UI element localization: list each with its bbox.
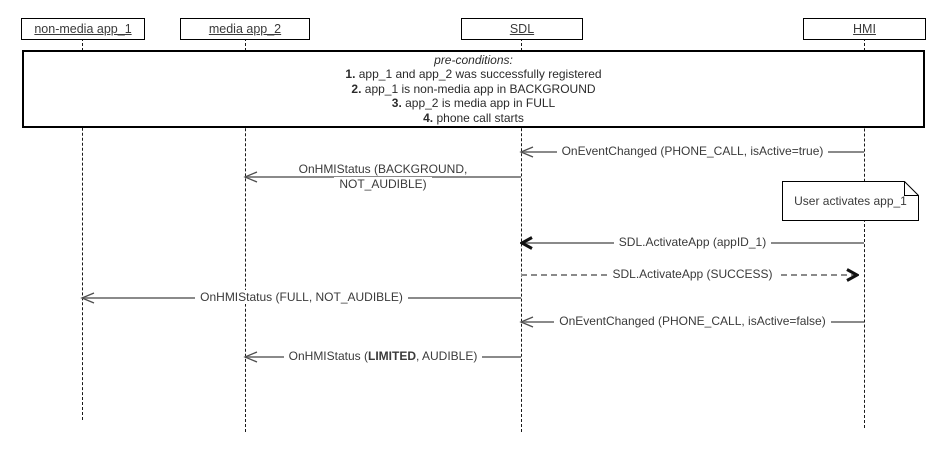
message-label: OnHMIStatus (FULL, NOT_AUDIBLE) bbox=[82, 290, 521, 305]
bold-arrowhead-left-icon bbox=[520, 236, 533, 250]
preconditions-title: pre-conditions: bbox=[434, 52, 513, 67]
bold-arrowhead-right-icon bbox=[846, 268, 859, 282]
preconditions-box: pre-conditions: 1. app_1 and app_2 was s… bbox=[22, 50, 925, 128]
participant-label: HMI bbox=[853, 22, 876, 36]
message-onhmistatus-full: OnHMIStatus (FULL, NOT_AUDIBLE) bbox=[80, 290, 521, 306]
precondition-item: 1. app_1 and app_2 was successfully regi… bbox=[345, 67, 602, 82]
message-label: SDL.ActivateApp (appID_1) bbox=[521, 235, 864, 250]
message-label: OnEventChanged (PHONE_CALL, isActive=fal… bbox=[521, 314, 864, 329]
message-onhmistatus-limited: OnHMIStatus (LIMITED, AUDIBLE) bbox=[243, 349, 521, 365]
message-label: OnEventChanged (PHONE_CALL, isActive=tru… bbox=[521, 144, 864, 159]
open-arrowhead-left-icon bbox=[519, 146, 534, 158]
lifeline-media-app-2 bbox=[245, 38, 246, 432]
open-arrowhead-left-icon bbox=[243, 171, 258, 183]
message-oneventchanged-false: OnEventChanged (PHONE_CALL, isActive=fal… bbox=[519, 314, 864, 330]
open-arrowhead-left-icon bbox=[243, 351, 258, 363]
participant-label: SDL bbox=[509, 22, 535, 36]
precondition-item: 2. app_1 is non-media app in BACKGROUND bbox=[351, 81, 596, 96]
open-arrowhead-left-icon bbox=[519, 316, 534, 328]
message-label: OnHMIStatus (BACKGROUND, NOT_AUDIBLE) bbox=[245, 162, 521, 192]
message-sdl-activateapp-response: SDL.ActivateApp (SUCCESS) bbox=[521, 267, 864, 283]
message-label: SDL.ActivateApp (SUCCESS) bbox=[521, 267, 864, 282]
participant-media-app-2: media app_2 bbox=[180, 18, 310, 40]
note-text: User activates app_1 bbox=[794, 194, 907, 208]
message-label: OnHMIStatus (LIMITED, AUDIBLE) bbox=[245, 349, 521, 364]
note-shape-icon bbox=[782, 181, 919, 221]
precondition-item: 3. app_2 is media app in FULL bbox=[391, 96, 556, 111]
message-onhmistatus-background: OnHMIStatus (BACKGROUND, NOT_AUDIBLE) bbox=[243, 162, 521, 192]
lifeline-hmi bbox=[864, 38, 865, 428]
message-sdl-activateapp-request: SDL.ActivateApp (appID_1) bbox=[520, 235, 864, 251]
precondition-item: 4. phone call starts bbox=[423, 110, 524, 125]
participant-hmi: HMI bbox=[803, 18, 926, 40]
participant-sdl: SDL bbox=[461, 18, 583, 40]
participant-label: media app_2 bbox=[208, 22, 282, 36]
participant-non-media-app-1: non-media app_1 bbox=[21, 18, 145, 40]
note-user-activates-app-1: User activates app_1 bbox=[782, 181, 919, 221]
lifeline-non-media-app-1 bbox=[82, 38, 83, 420]
open-arrowhead-left-icon bbox=[80, 292, 95, 304]
participant-label: non-media app_1 bbox=[34, 22, 132, 36]
message-oneventchanged-true: OnEventChanged (PHONE_CALL, isActive=tru… bbox=[519, 144, 864, 160]
lifeline-sdl bbox=[521, 38, 522, 432]
